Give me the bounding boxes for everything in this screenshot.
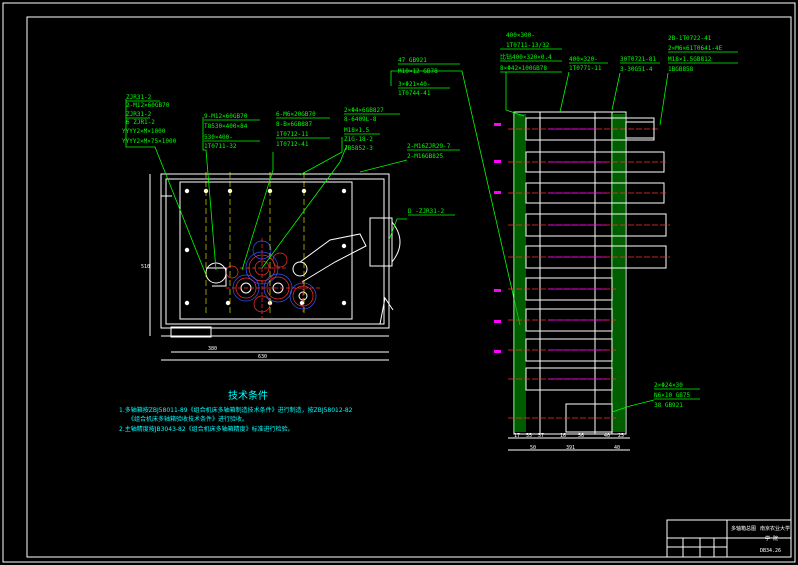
callout-4: 2×Φ4×6GB827 8-6409L-8 M18×1.5 Z1G-18-2 J… <box>344 107 384 152</box>
svg-text:2-M12×60GB70: 2-M12×60GB70 <box>126 102 170 109</box>
section-view: 17 55 57 16 56 40 25 50 391 40 <box>494 111 670 451</box>
svg-text:1T0744-41: 1T0744-41 <box>398 90 431 97</box>
drawer: 学 院 <box>765 535 778 542</box>
svg-text:391: 391 <box>566 445 575 451</box>
housing-outline <box>160 173 390 329</box>
svg-text:30T0721-81: 30T0721-81 <box>620 56 657 63</box>
svg-text:17: 17 <box>514 433 520 439</box>
svg-text:8×Φ42×100GB78: 8×Φ42×100GB78 <box>500 65 547 72</box>
svg-text:2×M6×61T0641-4E: 2×M6×61T0641-4E <box>668 45 723 52</box>
svg-text:530×400-: 530×400- <box>204 134 233 141</box>
side-callout-1: 400×300- 1T0711-13/32 比钻400×320×0.4 8×Φ4… <box>500 32 552 72</box>
svg-text:Z1G-18-2: Z1G-18-2 <box>344 136 373 143</box>
drawing-name: 多轴箱总图 <box>731 525 756 532</box>
svg-text:25: 25 <box>618 433 624 439</box>
dim-bottom-outer: 630 <box>258 354 267 360</box>
svg-text:1T0711-32: 1T0711-32 <box>204 143 237 150</box>
callout-1: ZJR31-2 2-M12×60GB70 ZJR31-2 6 ZJR1-2 YY… <box>122 94 177 145</box>
svg-text:56: 56 <box>578 433 584 439</box>
title-block: 多轴箱总图 南京农业大学 学 院 DB34.26 <box>666 519 792 558</box>
svg-text:YYYY2×M×75×1000: YYYY2×M×75×1000 <box>122 138 177 145</box>
callout-7: D -ZJR31-2 <box>408 208 445 215</box>
svg-text:N6×10 GB75: N6×10 GB75 <box>654 392 691 399</box>
svg-text:M18×1.5GB812: M18×1.5GB812 <box>668 56 712 63</box>
svg-text:ZJR31-2: ZJR31-2 <box>126 111 152 118</box>
svg-text:8-B×6GB887: 8-B×6GB887 <box>276 121 313 128</box>
svg-text:6-M6×20GB70: 6-M6×20GB70 <box>276 111 316 118</box>
dim-bottom-inner: 380 <box>208 346 217 352</box>
svg-text:2-M16ZJR29-7: 2-M16ZJR29-7 <box>407 143 451 150</box>
svg-text:6 ZJR1-2: 6 ZJR1-2 <box>126 119 155 126</box>
svg-text:47 GB921: 47 GB921 <box>398 57 427 64</box>
svg-text:ZJR31-2: ZJR31-2 <box>126 94 152 101</box>
svg-text:38 GB921: 38 GB921 <box>654 402 683 409</box>
svg-text:JB5852-3: JB5852-3 <box>344 145 373 152</box>
svg-text:1BGB858: 1BGB858 <box>668 66 694 73</box>
school-name: 南京农业大学 <box>760 525 790 532</box>
svg-text:2×Φ24×30: 2×Φ24×30 <box>654 382 683 389</box>
svg-text:3-30G51-4: 3-30G51-4 <box>620 66 653 73</box>
svg-text:技术条件: 技术条件 <box>228 389 268 402</box>
svg-text:1T0712-11: 1T0712-11 <box>276 131 309 138</box>
side-callout-5: 2×Φ24×30 N6×10 GB75 38 GB921 <box>654 382 691 409</box>
inner-frame <box>26 16 792 558</box>
svg-text:1T0711-13/32: 1T0711-13/32 <box>506 42 550 49</box>
svg-text:9-M12×60GB70: 9-M12×60GB70 <box>204 113 248 120</box>
svg-text:50: 50 <box>530 445 536 451</box>
callout-2: 9-M12×60GB70 T8530×400×84 530×400- 1T071… <box>204 113 248 150</box>
svg-text:400×320-: 400×320- <box>569 56 598 63</box>
side-callout-4: 2B-1T0722-41 2×M6×61T0641-4E M18×1.5GB81… <box>668 35 723 73</box>
svg-text:1T0771-11: 1T0771-11 <box>569 65 602 72</box>
leader-lines <box>125 70 521 326</box>
callout-3: 6-M6×20GB70 8-B×6GB887 1T0712-11 1T0712-… <box>276 111 316 148</box>
svg-text:2-M16GB825: 2-M16GB825 <box>407 153 444 160</box>
svg-text:YYYY2×M×1000: YYYY2×M×1000 <box>122 128 166 135</box>
svg-text:8-6409L-8: 8-6409L-8 <box>344 116 377 123</box>
svg-text:T8530×400×84: T8530×400×84 <box>204 123 248 130</box>
svg-text:比钻400×320×0.4: 比钻400×320×0.4 <box>500 53 552 61</box>
svg-text:2.主轴精度按JB3043-82《组合机床多轴箱精度》标准进: 2.主轴精度按JB3043-82《组合机床多轴箱精度》标准进行检验。 <box>119 425 294 433</box>
svg-text:《组合机床多轴箱验收技术条件》进行验收。: 《组合机床多轴箱验收技术条件》进行验收。 <box>128 415 248 423</box>
side-callout-2: 400×320- 1T0771-11 <box>569 56 602 72</box>
drawing-code: DB34.26 <box>760 548 781 554</box>
callout-6: 2-M16ZJR29-7 2-M16GB825 <box>407 143 451 160</box>
dim-left: 510 <box>141 264 150 270</box>
svg-text:M18×1.5: M18×1.5 <box>344 127 370 134</box>
svg-text:40: 40 <box>604 433 610 439</box>
svg-text:57: 57 <box>538 433 544 439</box>
svg-text:2B-1T0722-41: 2B-1T0722-41 <box>668 35 712 42</box>
svg-text:2×Φ4×6GB827: 2×Φ4×6GB827 <box>344 107 384 114</box>
svg-text:D -ZJR31-2: D -ZJR31-2 <box>408 208 445 215</box>
svg-text:400×300-: 400×300- <box>506 32 535 39</box>
svg-text:M10×12 GB78: M10×12 GB78 <box>398 68 438 75</box>
technical-notes: 技术条件 1.多轴箱按ZBJ58011-89《组合机床多轴箱制造技术条件》进行制… <box>119 389 353 433</box>
callout-5: 47 GB921 M10×12 GB78 3×Φ21×40- 1T0744-41 <box>398 57 438 97</box>
front-view: 510 380 630 <box>141 172 401 361</box>
svg-text:1T0712-41: 1T0712-41 <box>276 141 309 148</box>
svg-text:1.多轴箱按ZBJ58011-89《组合机床多轴箱制造技术条: 1.多轴箱按ZBJ58011-89《组合机床多轴箱制造技术条件》进行制造，按ZB… <box>119 406 353 414</box>
svg-text:3×Φ21×40-: 3×Φ21×40- <box>398 81 431 88</box>
side-callout-3: 30T0721-81 3-30G51-4 <box>620 56 657 73</box>
svg-text:40: 40 <box>614 445 620 451</box>
svg-text:16: 16 <box>560 433 566 439</box>
svg-text:55: 55 <box>526 433 532 439</box>
